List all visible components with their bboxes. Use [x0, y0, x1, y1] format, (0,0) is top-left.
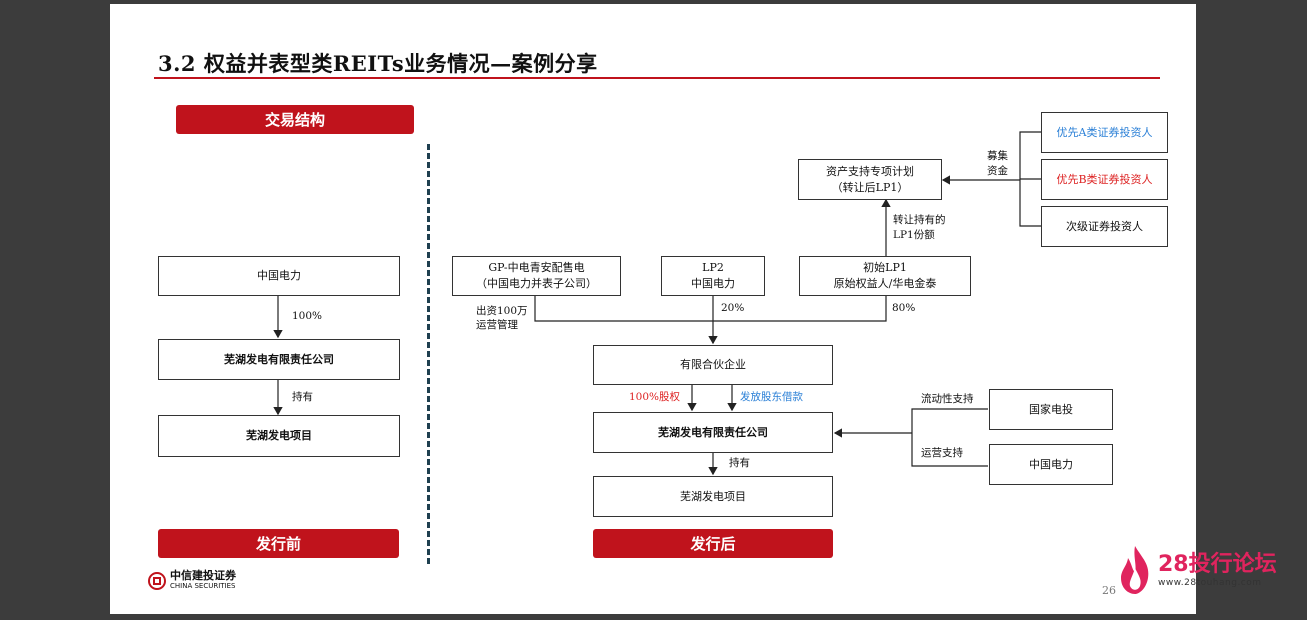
slide-title: 3.2 权益并表型类REITs业务情况—案例分享 [158, 51, 598, 76]
slide-page: 3.2 权益并表型类REITs业务情况—案例分享 交易结构 [110, 4, 1196, 614]
watermark-url: www.28touhang.com [1158, 578, 1262, 588]
lp2-name: LP2 [702, 261, 724, 274]
lp2-pct: 20% [721, 302, 745, 314]
liquidity-label: 流动性支持 [921, 393, 974, 405]
before-company-label: 芜湖发电有限责任公司 [224, 352, 334, 366]
equity-label: 100%股权 [629, 391, 681, 403]
raise-note-1: 募集 [987, 150, 1008, 162]
gp-box: GP-中电青安配售电 （中国电力并表子公司） [452, 256, 621, 296]
watermark-title: 28投行论坛 [1158, 552, 1277, 577]
gp-name: GP-中电青安配售电 [488, 261, 585, 274]
lp2-desc: 中国电力 [691, 277, 735, 290]
gp-desc: （中国电力并表子公司） [476, 277, 597, 290]
transfer-note-2: LP1份额 [893, 229, 935, 241]
lp-entity-label: 有限合伙企业 [680, 358, 746, 371]
after-company-box: 芜湖发电有限责任公司 [593, 412, 833, 453]
before-hold-label: 持有 [292, 391, 313, 403]
divider-line [427, 144, 430, 564]
logo-en-text: CHINA SECURITIES [170, 582, 236, 590]
abs-plan-desc: （转让后LP1） [831, 180, 909, 194]
abs-plan-name: 资产支持专项计划 [826, 164, 914, 178]
ops-support-label: 运营支持 [921, 447, 963, 459]
abs-plan-box: 资产支持专项计划 （转让后LP1） [798, 159, 942, 200]
logo-cn-text: 中信建投证券 [170, 569, 236, 582]
lp1-name: 初始LP1 [863, 261, 907, 274]
header-label: 交易结构 [176, 105, 414, 134]
title-rule [154, 77, 1160, 79]
watermark: 28投行论坛 www.28touhang.com [1118, 544, 1277, 596]
after-project-label: 芜湖发电项目 [680, 489, 746, 503]
after-hold-label: 持有 [729, 457, 750, 469]
investor-a-label: 优先A类证券投资人 [1056, 125, 1153, 139]
before-china-power-box: 中国电力 [158, 256, 400, 296]
company-logo: 中信建投证券 CHINA SECURITIES [148, 570, 236, 592]
investor-b-label: 优先B类证券投资人 [1056, 172, 1153, 186]
lp2-box: LP2 中国电力 [661, 256, 765, 296]
guotou-label: 国家电投 [1029, 402, 1073, 416]
before-project-label: 芜湖发电项目 [246, 429, 312, 442]
after-company-label: 芜湖发电有限责任公司 [658, 425, 768, 439]
loan-label: 发放股东借款 [740, 391, 803, 403]
page-number: 26 [1102, 584, 1116, 597]
before-project-box: 芜湖发电项目 [158, 415, 400, 457]
after-china-power-label: 中国电力 [1029, 457, 1073, 471]
raise-note-2: 资金 [987, 165, 1008, 177]
lp1-pct: 80% [892, 302, 916, 314]
before-label: 发行前 [158, 529, 399, 558]
connector-lines [273, 131, 1041, 476]
guotou-box: 国家电投 [989, 389, 1113, 430]
after-project-box: 芜湖发电项目 [593, 476, 833, 517]
flame-icon [1118, 544, 1152, 596]
lp-entity-box: 有限合伙企业 [593, 345, 833, 385]
investor-sub-box: 次级证券投资人 [1041, 206, 1168, 247]
after-china-power-box: 中国电力 [989, 444, 1113, 485]
gp-note-capital: 出资100万 [476, 305, 528, 317]
lp1-box: 初始LP1 原始权益人/华电金泰 [799, 256, 971, 296]
after-label: 发行后 [593, 529, 833, 558]
before-ownership-pct: 100% [292, 310, 323, 322]
logo-mark-icon [148, 572, 166, 590]
gp-note-ops: 运营管理 [476, 319, 518, 331]
investor-a-box: 优先A类证券投资人 [1041, 112, 1168, 153]
before-china-power-label: 中国电力 [257, 269, 301, 282]
investor-b-box: 优先B类证券投资人 [1041, 159, 1168, 200]
investor-sub-label: 次级证券投资人 [1066, 219, 1143, 233]
before-company-box: 芜湖发电有限责任公司 [158, 339, 400, 380]
transfer-note-1: 转让持有的 [893, 214, 946, 226]
lp1-desc: 原始权益人/华电金泰 [833, 277, 937, 290]
